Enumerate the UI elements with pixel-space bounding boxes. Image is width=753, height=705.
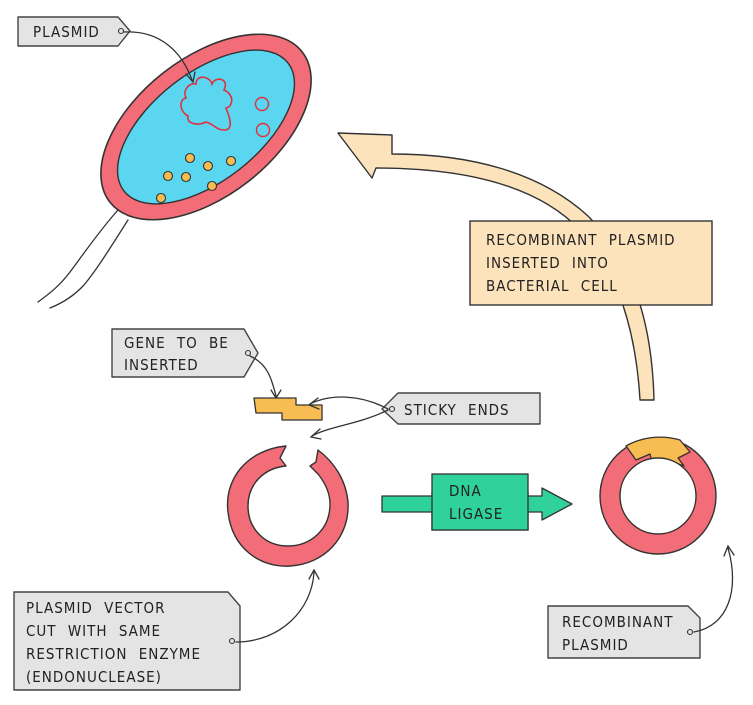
recombinant-plasmid-tag: RECOMBINANT PLASMID: [547, 605, 701, 659]
plasmid-label: PLASMID: [33, 23, 100, 41]
plasmid-pointer: [123, 31, 193, 81]
recombinant-plasmid-pointer: [693, 547, 734, 633]
recombinant-plasmid-pointer-head: [723, 544, 735, 557]
recombinant-inserted-line3: BACTERIAL CELL: [486, 277, 618, 295]
gene-pointer: [249, 355, 277, 397]
plasmid-vector-line1: PLASMID VECTOR: [26, 599, 166, 617]
recombinant-inserted-box: RECOMBINANT PLASMID INSERTED INTO BACTER…: [469, 220, 713, 306]
plasmid-vector-line4: (ENDONUCLEASE): [26, 668, 162, 686]
bacterial-chromosome: [180, 76, 233, 131]
recombinant-plasmid-line1: RECOMBINANT: [562, 613, 673, 631]
sticky-ends-label: STICKY ENDS: [404, 401, 510, 419]
plasmid-vector-line3: RESTRICTION ENZYME: [26, 645, 201, 663]
sticky-pointer-bottom: [311, 409, 389, 437]
dna-ligase-arrow: DNA LIGASE: [381, 473, 573, 531]
sticky-ends-tag: STICKY ENDS: [381, 392, 541, 425]
sticky-pointer-top: [309, 396, 389, 410]
dna-ligase-line1: DNA: [449, 482, 482, 500]
plasmid-vector-pointer: [235, 571, 315, 643]
sticky-pointer-top-head: [307, 397, 320, 410]
small-plasmid: [254, 96, 270, 112]
recombinant-plasmid: [599, 436, 717, 555]
plasmid-tag: PLASMID: [17, 16, 131, 47]
plasmid-vector-pointer-head: [308, 568, 320, 580]
gene-tag: GENE TO BE INSERTED: [111, 328, 259, 378]
bacterium: [37, 33, 312, 309]
flagellum: [49, 219, 129, 309]
ribosomes: [155, 152, 237, 204]
plasmid-vector-line2: CUT WITH SAME: [26, 622, 161, 640]
small-plasmid: [255, 122, 271, 138]
cut-plasmid-vector: [226, 445, 349, 567]
gene-label-line2: INSERTED: [124, 356, 199, 374]
cytoplasm: [116, 49, 296, 205]
flagellum: [37, 209, 119, 303]
sticky-pointer-bottom-head: [309, 428, 322, 440]
recombinant-inserted-line1: RECOMBINANT PLASMID: [486, 231, 676, 249]
dna-ligase-line2: LIGASE: [449, 505, 503, 523]
gene-label-line1: GENE TO BE: [124, 334, 229, 352]
recombinant-plasmid-line2: PLASMID: [562, 636, 629, 654]
plasmid-vector-tag: PLASMID VECTOR CUT WITH SAME RESTRICTION…: [13, 591, 241, 691]
recombinant-inserted-line2: INSERTED INTO: [486, 254, 609, 272]
gene-insert: [253, 397, 323, 421]
plasmid-pointer-head: [185, 71, 196, 84]
